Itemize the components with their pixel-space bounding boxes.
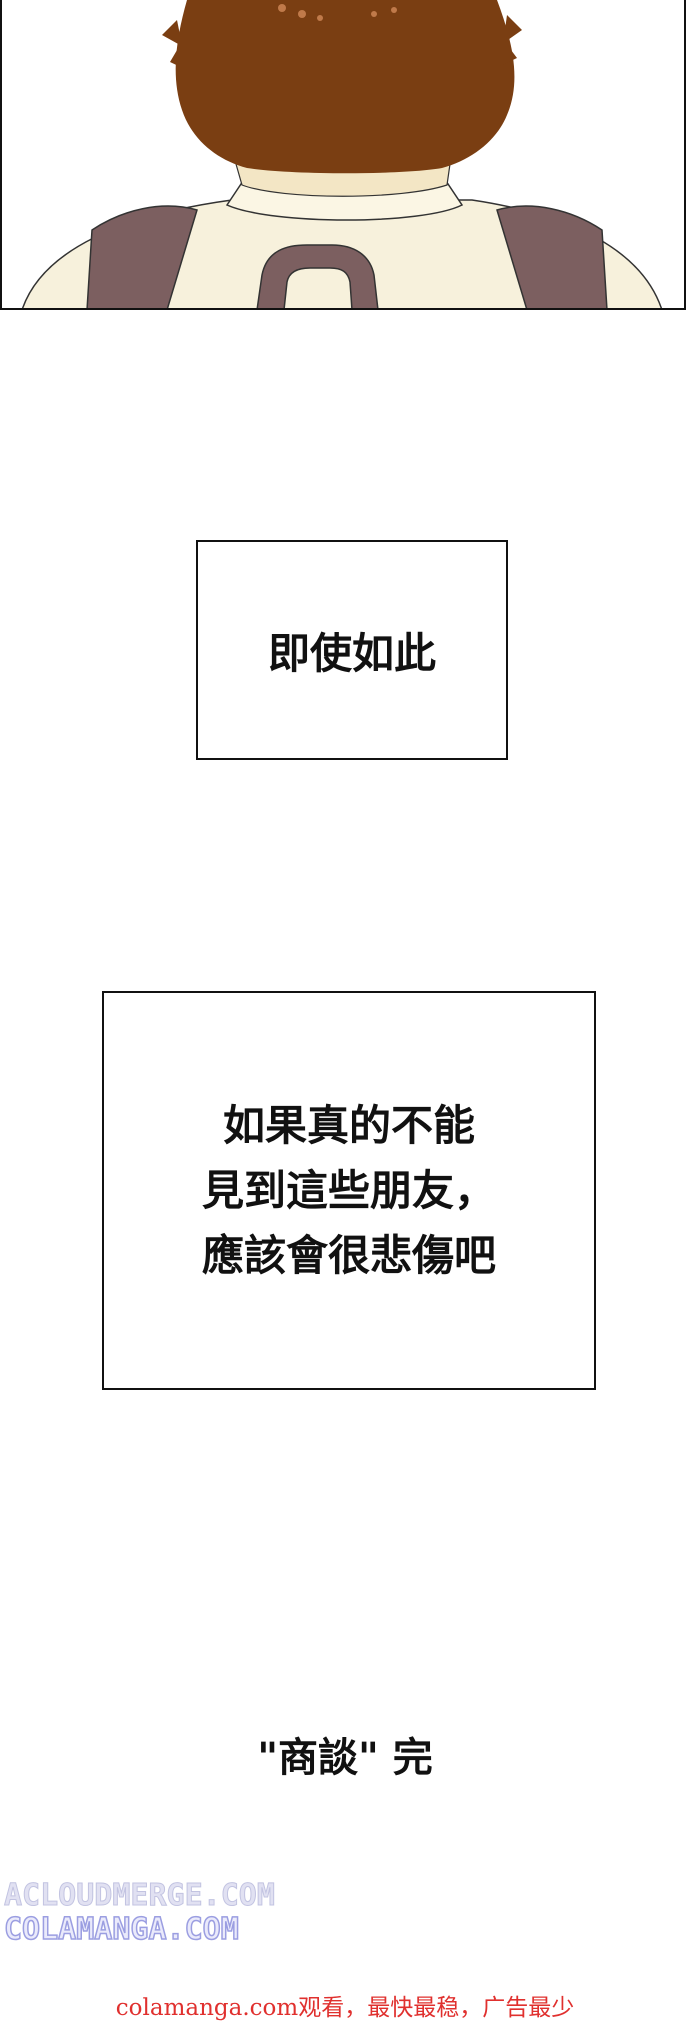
boy-back-illustration — [21, 0, 663, 308]
left-strap — [86, 205, 198, 308]
narration-box-2: 如果真的不能 見到這些朋友， 應該會很悲傷吧 — [102, 991, 596, 1390]
narration-line-1: 如果真的不能 — [222, 1100, 475, 1150]
narration-text-2: 如果真的不能 見到這些朋友， 應該會很悲傷吧 — [202, 1093, 496, 1288]
watermark-line-1: ACLOUDMERGE.COM — [4, 1878, 276, 1914]
narration-line-2: 見到這些朋友， — [201, 1165, 496, 1215]
watermark-line-2: COLAMANGA.COM — [3, 1911, 239, 1948]
backpack-handle — [256, 244, 379, 308]
footer-ad-text: colamanga.com观看，最快最稳，广告最少 — [115, 1995, 575, 2021]
right-strap — [496, 205, 608, 308]
narration-line-3: 應該會很悲傷吧 — [201, 1231, 496, 1281]
hair-shape — [175, 0, 515, 174]
narration-text-1: 即使如此 — [267, 628, 436, 678]
narration-box-1: 即使如此 — [196, 540, 508, 760]
comic-panel-back-view — [0, 0, 686, 310]
chapter-end-text: "商談" 完 — [257, 1735, 433, 1781]
